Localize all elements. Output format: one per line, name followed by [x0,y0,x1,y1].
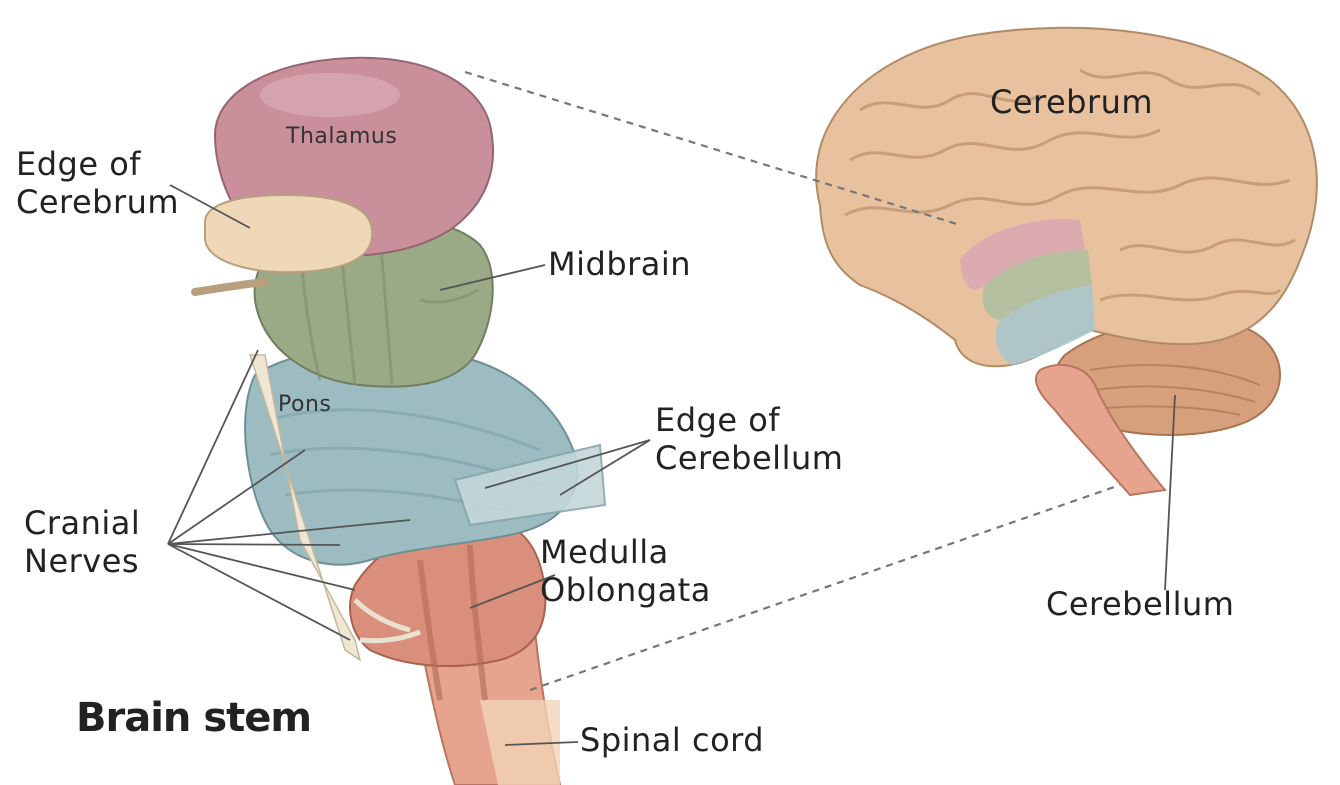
label-midbrain: Midbrain [548,246,691,284]
label-pons: Pons [278,392,331,418]
label-edge-of-cerebrum: Edge of Cerebrum [16,146,179,222]
label-brain-stem: Brain stem [76,695,311,742]
label-cerebellum: Cerebellum [1046,586,1234,624]
label-cranial-nerves: Cranial Nerves [24,505,140,581]
label-spinal-cord: Spinal cord [580,722,764,760]
label-edge-of-cerebellum: Edge of Cerebellum [655,402,843,478]
label-medulla-oblongata: Medulla Oblongata [540,534,711,610]
label-thalamus: Thalamus [286,124,397,150]
label-cerebrum: Cerebrum [990,84,1153,122]
edge-of-cerebrum-shape [205,195,372,272]
